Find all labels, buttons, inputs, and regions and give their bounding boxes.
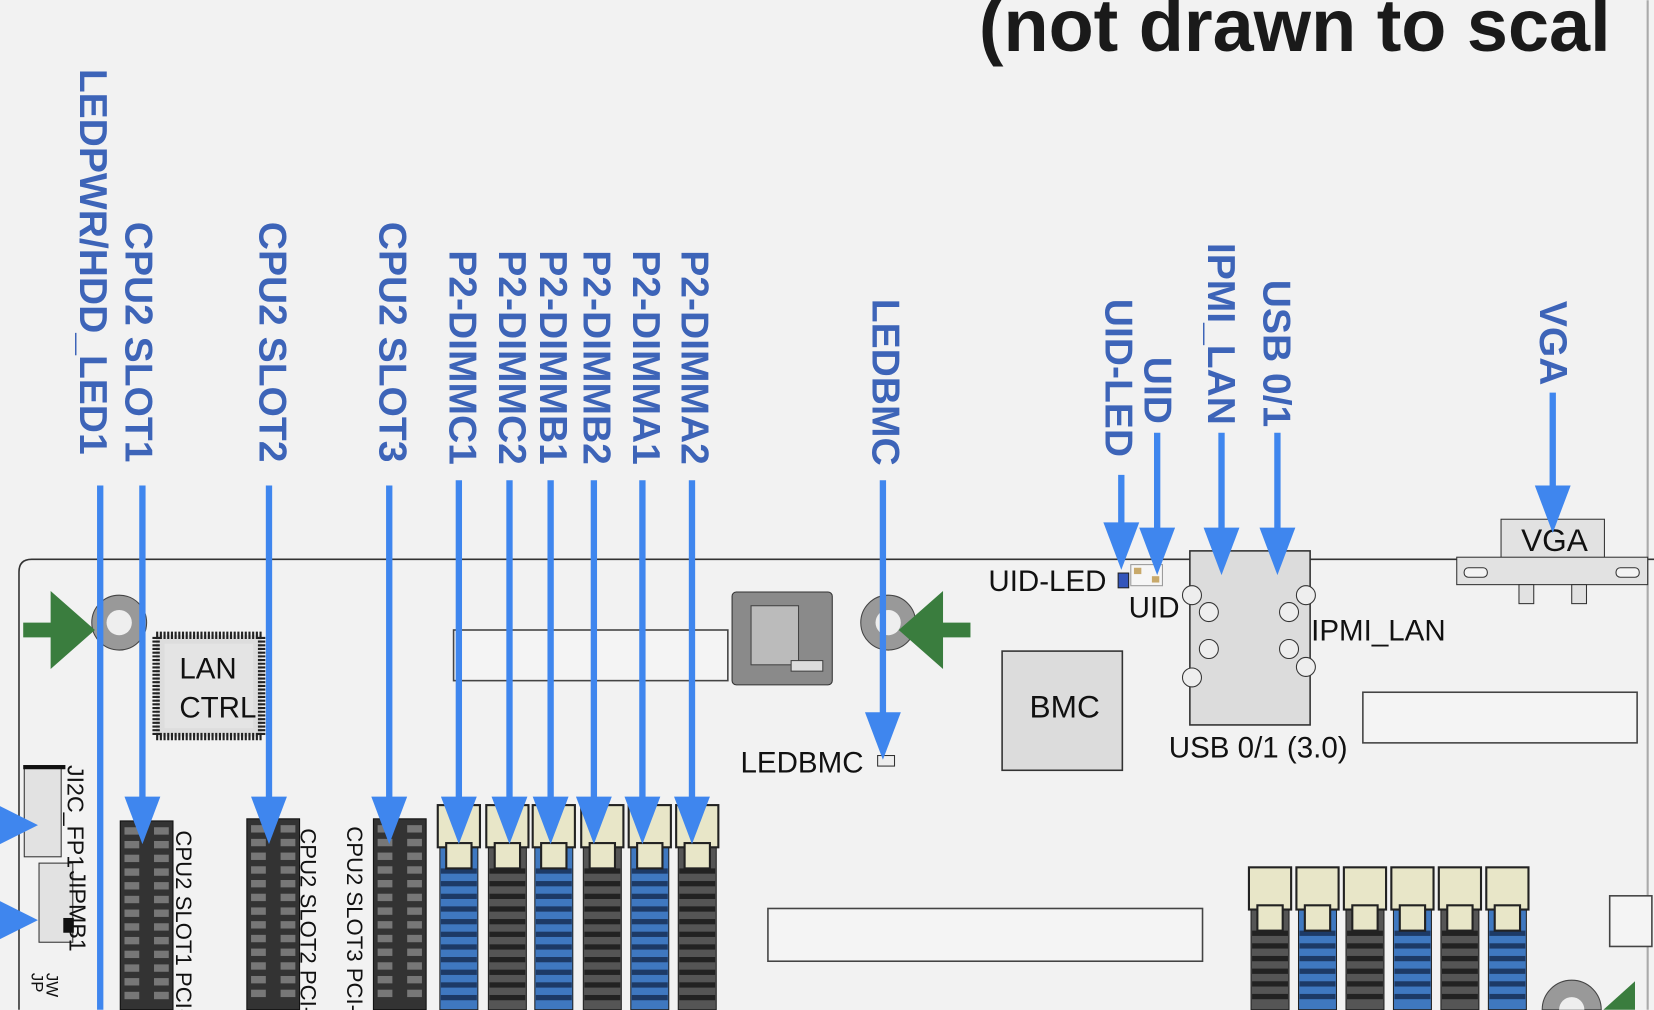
jp-label: JP (28, 973, 47, 993)
callout-ipmi-lan: IPMI_LAN (1199, 243, 1242, 425)
arrow-head-icon (0, 901, 38, 940)
callout-arrow (1534, 392, 1571, 533)
callout-p2-dimma2: P2-DIMMA2 (672, 250, 715, 465)
callout-uid-led: UID-LED (1096, 299, 1139, 457)
locator-arrow-icon (23, 590, 95, 670)
jipmb1-header (38, 862, 74, 943)
usb-label: USB 0/1 (3.0) (1169, 732, 1348, 765)
sd-card-slot (731, 591, 833, 686)
callout-arrow (124, 485, 161, 845)
dimm-slot (1485, 866, 1530, 1010)
vga-label: VGA (1521, 522, 1589, 558)
ji2c-fp1-label: JI2C_FP1 (63, 765, 89, 868)
callout-vga: VGA (1531, 301, 1574, 386)
callout-arrow (575, 480, 612, 845)
callout-p2-dimmc2: P2-DIMMC2 (490, 250, 533, 465)
lan-controller-chip: LAN CTRL (152, 631, 266, 741)
jw-label: JW (42, 973, 61, 997)
pcie-slot (119, 820, 174, 1010)
callout-arrow (532, 480, 569, 845)
dimm-slot (675, 804, 720, 1010)
bmc-chip: BMC (1001, 650, 1124, 772)
callout-usb-0-1: USB 0/1 (1255, 280, 1298, 427)
placeholder-box (1608, 895, 1653, 948)
arrow-head-icon (1139, 527, 1176, 576)
callout-cpu2-slot3: CPU2 SLOT3 (371, 222, 414, 463)
callout-arrow (491, 480, 528, 845)
callout-uid: UID (1136, 357, 1179, 424)
board-outline (18, 558, 1654, 1010)
dimm-slot (580, 804, 625, 1010)
callout-cpu2-slot2: CPU2 SLOT2 (250, 222, 293, 463)
pcie-slot (372, 818, 427, 1010)
callout-cpu2-slot1: CPU2 SLOT1 (117, 222, 160, 463)
locator-arrow-icon (1603, 981, 1636, 1010)
arrow-head-icon (624, 796, 661, 845)
dimm-slot (627, 804, 672, 1010)
placeholder-box (767, 907, 1204, 963)
arrow-head-icon (371, 796, 408, 845)
arrow-head-icon (1259, 527, 1296, 576)
callout-arrow (1103, 474, 1140, 570)
callout-arrow (440, 480, 477, 845)
arrow-head-icon (674, 796, 710, 845)
arrow-head-icon (1203, 527, 1240, 576)
callout-arrow (1259, 432, 1296, 576)
arrow-head-icon (1534, 485, 1571, 533)
mounting-hole (91, 594, 148, 651)
callout-arrow (1203, 432, 1240, 576)
uid-label: UID (1129, 591, 1180, 624)
arrow-head-icon (532, 796, 569, 845)
callout-arrow (864, 480, 901, 760)
slot3-pcie-label: CPU2 SLOT3 PCI-E (342, 826, 367, 1010)
callout-arrow (1139, 432, 1176, 576)
callout-p2-dimmb2: P2-DIMMB2 (574, 250, 617, 465)
arrow-head-icon (124, 796, 161, 845)
arrow-head-icon (251, 796, 287, 845)
uid-led-label: UID-LED (988, 565, 1106, 598)
dimm-slot (1390, 866, 1435, 1010)
diagram-title: (not drawn to scal (979, 0, 1611, 67)
callout-arrow (624, 480, 661, 845)
dimm-slot (531, 804, 576, 1010)
arrow-head-icon (440, 796, 477, 845)
vga-connector: VGA (1456, 518, 1649, 605)
ledbmc-led (877, 754, 896, 767)
ji2c-fp1-header (23, 765, 66, 858)
callout-arrow (251, 485, 287, 845)
jipmb1-label: JIPMB1 (65, 871, 91, 952)
callout-arrow (674, 480, 710, 845)
pcie-slot (246, 818, 301, 1010)
callout-p2-dimmc1: P2-DIMMC1 (440, 250, 483, 465)
dimm-slot (1342, 866, 1388, 1010)
mounting-hole (1541, 979, 1602, 1010)
bmc-label: BMC (1030, 689, 1100, 725)
dimm-slot (1295, 866, 1340, 1010)
arrow-head-icon (575, 796, 612, 845)
lan-ctrl-label: LAN (179, 653, 236, 686)
mounting-hole (860, 594, 917, 651)
lan-ctrl-label: CTRL (179, 692, 256, 725)
ipmi-lan-label: IPMI_LAN (1311, 615, 1446, 648)
slot1-pcie-label: CPU2 SLOT1 PCI-E (171, 830, 196, 1010)
arrow-head-icon (491, 796, 528, 845)
arrow-head-icon (1103, 522, 1140, 570)
arrow-head-icon (864, 712, 901, 760)
callout-ledpwr-hdd-led1: LEDPWR/HDD_LED1 (71, 69, 114, 455)
callout-p2-dimmb1: P2-DIMMB1 (531, 250, 574, 465)
dimm-slot (436, 804, 482, 1010)
arrow-head-icon (0, 806, 38, 845)
placeholder-box (1362, 691, 1638, 744)
callout-ledbmc: LEDBMC (863, 299, 906, 466)
dimm-slot (1437, 866, 1483, 1010)
ledbmc-label: LEDBMC (741, 746, 864, 779)
locator-arrow-icon (898, 590, 971, 670)
ipmi-lan-usb-connector (1181, 550, 1316, 726)
callout-p2-dimma1: P2-DIMMA1 (624, 250, 667, 465)
dimm-slot (1247, 866, 1293, 1010)
callout-arrow (371, 485, 408, 845)
uid-led (1117, 572, 1130, 589)
